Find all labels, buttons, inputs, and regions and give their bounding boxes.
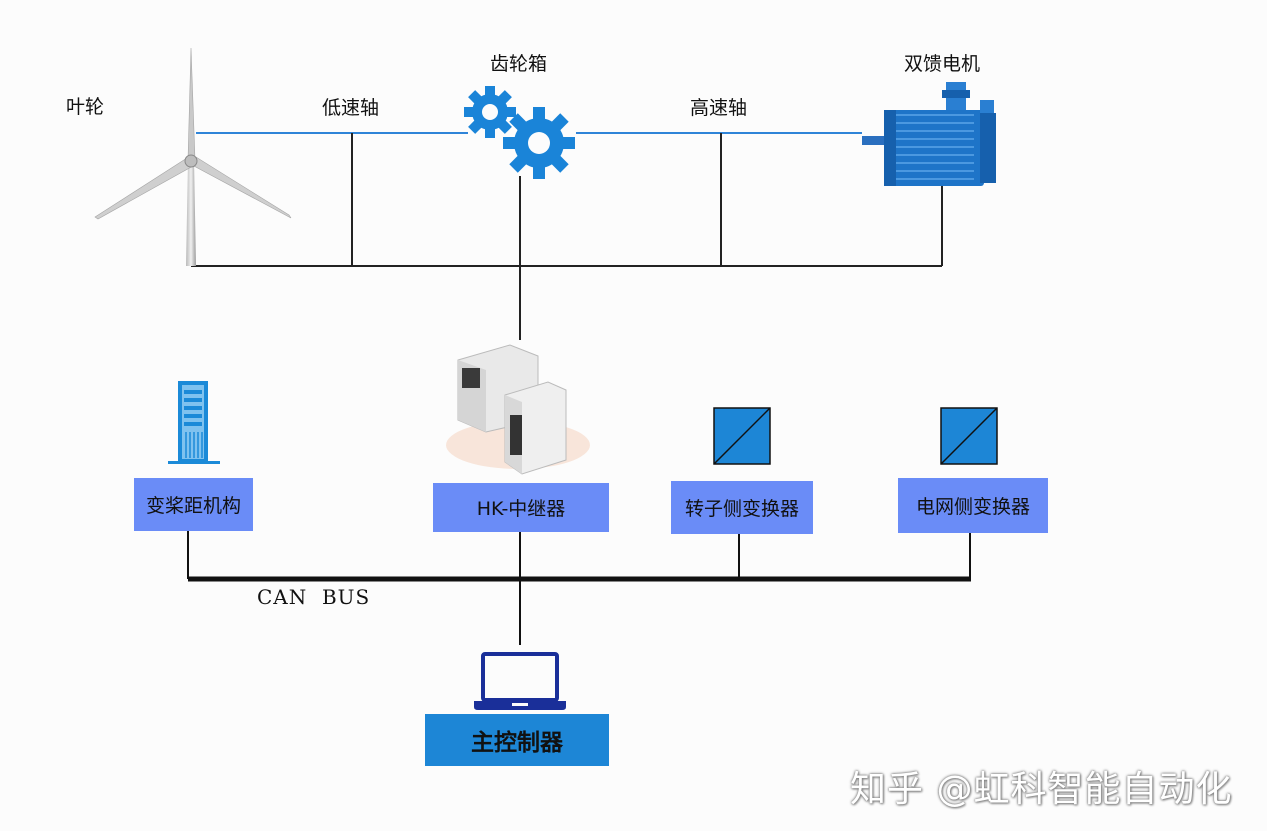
rotor-converter-icon [713, 407, 771, 465]
grid-converter-icon [940, 407, 998, 465]
high-speed-shaft-label: 高速轴 [690, 97, 748, 119]
repeater-box: HK-中继器 [433, 483, 609, 532]
can-bus-lines [187, 530, 971, 645]
impeller-label: 叶轮 [66, 96, 105, 118]
laptop-icon [474, 652, 566, 710]
main-controller-label: 主控制器 [471, 730, 563, 756]
server-cabinet-icon [168, 381, 220, 464]
grid-converter-box: 电网侧变换器 [898, 478, 1048, 533]
can-bus-label: CAN BUS [257, 585, 371, 609]
repeater-label: HK-中继器 [476, 498, 566, 520]
pitch-mechanism-box: 变桨距机构 [134, 478, 253, 531]
rotor-converter-label: 转子侧变换器 [684, 498, 799, 520]
main-controller-box: 主控制器 [425, 714, 609, 766]
motor-icon [862, 82, 996, 186]
gearbox-icon [464, 86, 575, 179]
low-speed-shaft-label: 低速轴 [322, 97, 380, 119]
rotor-converter-box: 转子侧变换器 [671, 481, 813, 534]
repeater-device-icon [446, 344, 590, 475]
dfig-motor-label: 双馈电机 [904, 53, 981, 75]
pitch-mechanism-label: 变桨距机构 [145, 495, 241, 517]
watermark: 知乎 @虹科智能自动化 [850, 769, 1233, 810]
wind-turbine-icon [94, 47, 292, 266]
gearbox-label: 齿轮箱 [490, 53, 548, 75]
grid-converter-label: 电网侧变换器 [915, 496, 1030, 518]
